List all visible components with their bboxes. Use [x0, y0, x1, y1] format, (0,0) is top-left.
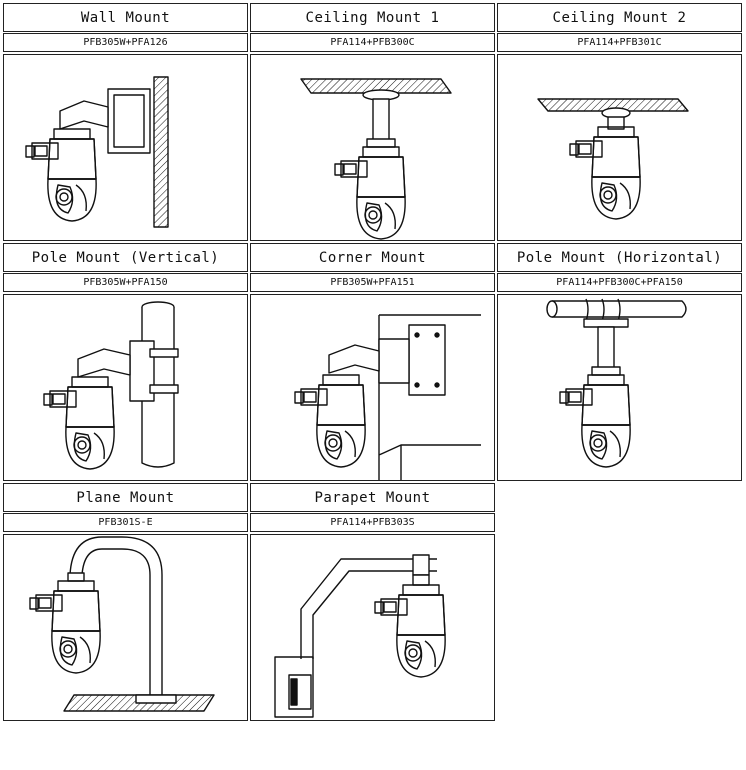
mount-cell-pole-horizontal: Pole Mount (Horizontal) PFA114+PFB300C+P…: [497, 243, 742, 481]
mount-title: Ceiling Mount 1: [250, 3, 495, 32]
corner-mount-illustration: [250, 294, 495, 481]
mount-cell-ceiling-1: Ceiling Mount 1 PFA114+PFB300C: [250, 3, 495, 241]
mount-title: Parapet Mount: [250, 483, 495, 512]
mount-title: Pole Mount (Vertical): [3, 243, 248, 272]
mount-model: PFA114+PFB300C+PFA150: [497, 273, 742, 292]
mount-model: PFA114+PFB303S: [250, 513, 495, 532]
mount-title: Plane Mount: [3, 483, 248, 512]
mount-cell-corner: Corner Mount PFB305W+PFA151: [250, 243, 495, 481]
mount-title: Ceiling Mount 2: [497, 3, 742, 32]
mount-title: Pole Mount (Horizontal): [497, 243, 742, 272]
wall-mount-illustration: [3, 54, 248, 241]
mount-cell-parapet: Parapet Mount PFA114+PFB303S: [250, 483, 495, 721]
mount-model: PFB305W+PFA150: [3, 273, 248, 292]
mount-cell-pole-vertical: Pole Mount (Vertical) PFB305W+PFA150: [3, 243, 248, 481]
mount-model: PFA114+PFB301C: [497, 33, 742, 52]
mount-model: PFB305W+PFA126: [3, 33, 248, 52]
mount-model: PFA114+PFB300C: [250, 33, 495, 52]
pole-mount-horizontal-illustration: [497, 294, 742, 481]
mount-model: PFB305W+PFA151: [250, 273, 495, 292]
mount-cell-plane: Plane Mount PFB301S-E: [3, 483, 248, 721]
mount-title: Corner Mount: [250, 243, 495, 272]
mount-cell-ceiling-2: Ceiling Mount 2 PFA114+PFB301C: [497, 3, 742, 241]
ceiling-mount-2-illustration: [497, 54, 742, 241]
mount-title: Wall Mount: [3, 3, 248, 32]
plane-mount-illustration: [3, 534, 248, 721]
mount-cell-wall: Wall Mount PFB305W+PFA126: [3, 3, 248, 241]
pole-mount-vertical-illustration: [3, 294, 248, 481]
ceiling-mount-1-illustration: [250, 54, 495, 241]
mount-model: PFB301S-E: [3, 513, 248, 532]
parapet-mount-illustration: [250, 534, 495, 721]
